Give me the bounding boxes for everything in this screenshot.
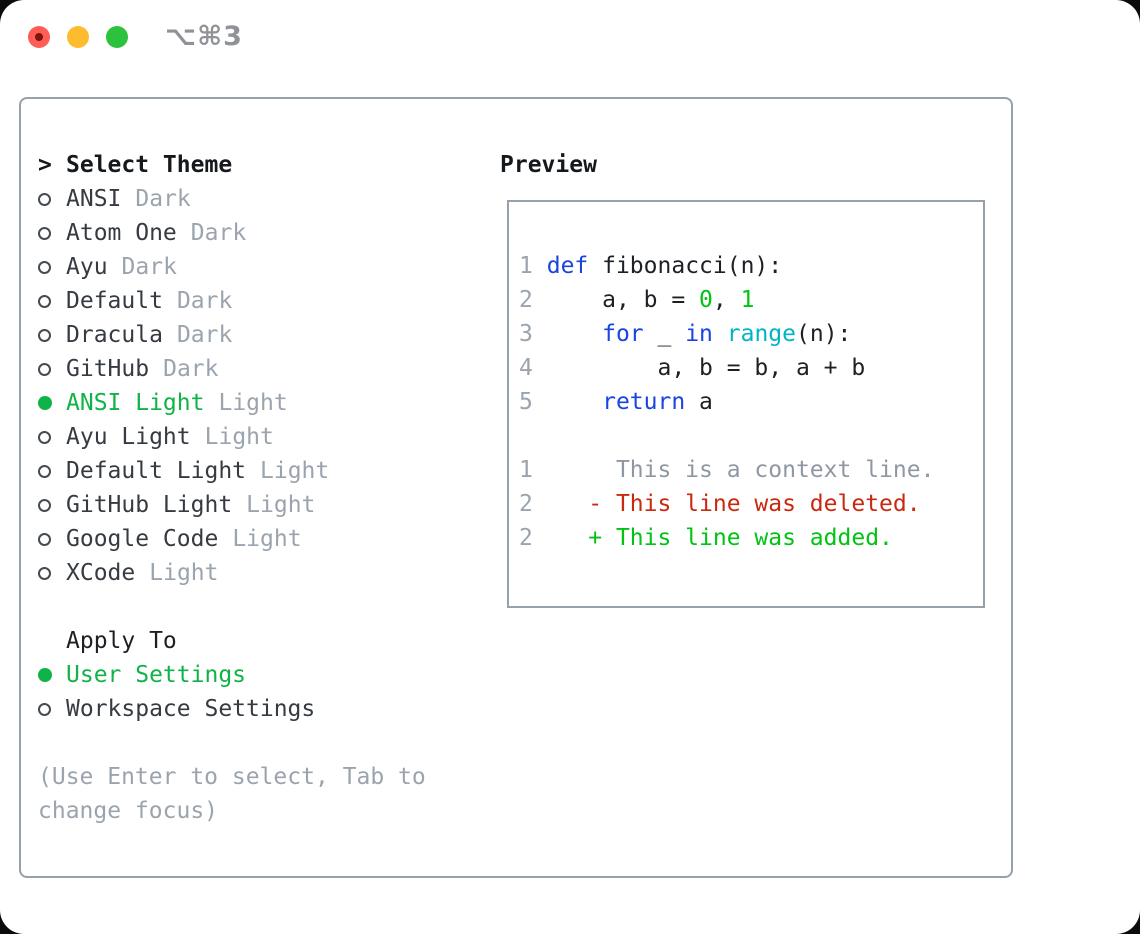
spacer bbox=[38, 590, 426, 624]
minimize-button[interactable] bbox=[67, 26, 89, 48]
hint-text: (Use Enter to select, Tab to change focus… bbox=[38, 760, 426, 828]
preview-line: 1 This is a context line. bbox=[519, 457, 935, 483]
option-label: Atom One bbox=[66, 220, 177, 246]
option-label: GitHub Light bbox=[66, 492, 233, 518]
option-variant-label: Dark bbox=[176, 322, 233, 348]
window-shortcut-label: ⌥⌘3 bbox=[165, 21, 243, 52]
radio-icon bbox=[38, 498, 66, 512]
close-button[interactable] bbox=[28, 26, 50, 48]
option-variant-label: Light bbox=[232, 526, 302, 552]
theme-option[interactable]: Google Code Light bbox=[38, 522, 426, 556]
select-theme-title: Select Theme bbox=[66, 152, 233, 178]
radio-icon bbox=[38, 532, 66, 546]
option-variant-label: Light bbox=[218, 390, 288, 416]
radio-icon bbox=[38, 260, 66, 274]
radio-icon bbox=[38, 430, 66, 444]
preview-line: 1 def fibonacci(n): bbox=[519, 253, 783, 279]
theme-option[interactable]: Dracula Dark bbox=[38, 318, 426, 352]
preview-line bbox=[519, 419, 983, 453]
radio-icon bbox=[38, 328, 66, 342]
radio-icon bbox=[38, 464, 66, 478]
theme-option[interactable]: GitHub Dark bbox=[38, 352, 426, 386]
radio-icon bbox=[38, 566, 66, 580]
option-label: ANSI bbox=[66, 186, 122, 212]
preview-line: 2 + This line was added. bbox=[519, 525, 893, 551]
option-label: Workspace Settings bbox=[66, 696, 316, 722]
radio-icon bbox=[38, 702, 66, 716]
option-variant-label: Dark bbox=[121, 254, 177, 280]
option-variant-label: Dark bbox=[163, 356, 219, 382]
option-label: Dracula bbox=[66, 322, 163, 348]
option-variant-label: Light bbox=[246, 492, 316, 518]
option-label: Default Light bbox=[66, 458, 247, 484]
preview-title: Preview bbox=[500, 152, 597, 178]
radio-icon bbox=[38, 294, 66, 308]
apply-to-header: Apply To bbox=[38, 624, 426, 658]
radio-selected-icon bbox=[38, 668, 66, 682]
option-label: User Settings bbox=[66, 662, 247, 688]
option-label: Ayu Light bbox=[66, 424, 191, 450]
theme-option[interactable]: XCode Light bbox=[38, 556, 426, 590]
option-variant-label: Dark bbox=[135, 186, 191, 212]
theme-option[interactable]: Ayu Light Light bbox=[38, 420, 426, 454]
radio-icon bbox=[38, 192, 66, 206]
option-label: Ayu bbox=[66, 254, 108, 280]
option-label: Google Code bbox=[66, 526, 219, 552]
option-variant-label: Dark bbox=[190, 220, 247, 246]
theme-option[interactable]: ANSI Light Light bbox=[38, 386, 426, 420]
preview-line: 2 - This line was deleted. bbox=[519, 491, 921, 517]
preview-line: 3 for _ in range(n): bbox=[519, 321, 852, 347]
prompt-icon: > bbox=[38, 152, 52, 178]
option-label: ANSI Light bbox=[66, 390, 205, 416]
hint-line: (Use Enter to select, Tab to bbox=[38, 764, 426, 790]
radio-selected-icon bbox=[38, 396, 66, 410]
theme-option[interactable]: Atom One Dark bbox=[38, 216, 426, 250]
theme-option[interactable]: Default Light Light bbox=[38, 454, 426, 488]
spacer bbox=[38, 726, 426, 760]
theme-option[interactable]: ANSI Dark bbox=[38, 182, 426, 216]
option-variant-label: Light bbox=[260, 458, 330, 484]
preview-line: 2 a, b = 0, 1 bbox=[519, 287, 755, 313]
option-label: Default bbox=[66, 288, 163, 314]
radio-icon bbox=[38, 362, 66, 376]
titlebar: ⌥⌘3 bbox=[0, 0, 1140, 72]
preview-line: 4 a, b = b, a + b bbox=[519, 355, 866, 381]
apply-to-option[interactable]: Workspace Settings bbox=[38, 692, 426, 726]
zoom-button[interactable] bbox=[106, 26, 128, 48]
apply-to-title: Apply To bbox=[66, 628, 177, 654]
option-variant-label: Light bbox=[149, 560, 219, 586]
radio-icon bbox=[38, 226, 66, 240]
select-theme-header: > Select Theme bbox=[38, 148, 426, 182]
option-label: XCode bbox=[66, 560, 136, 586]
theme-option[interactable]: Default Dark bbox=[38, 284, 426, 318]
option-label: GitHub bbox=[66, 356, 150, 382]
option-variant-label: Light bbox=[204, 424, 274, 450]
theme-option[interactable]: Ayu Dark bbox=[38, 250, 426, 284]
hint-line: change focus) bbox=[38, 798, 219, 824]
preview-box: 1 def fibonacci(n): 2 a, b = 0, 1 3 for _ … bbox=[507, 200, 985, 608]
option-variant-label: Dark bbox=[176, 288, 233, 314]
apply-to-option[interactable]: User Settings bbox=[38, 658, 426, 692]
theme-option[interactable]: GitHub Light Light bbox=[38, 488, 426, 522]
preview-line: 5 return a bbox=[519, 389, 713, 415]
